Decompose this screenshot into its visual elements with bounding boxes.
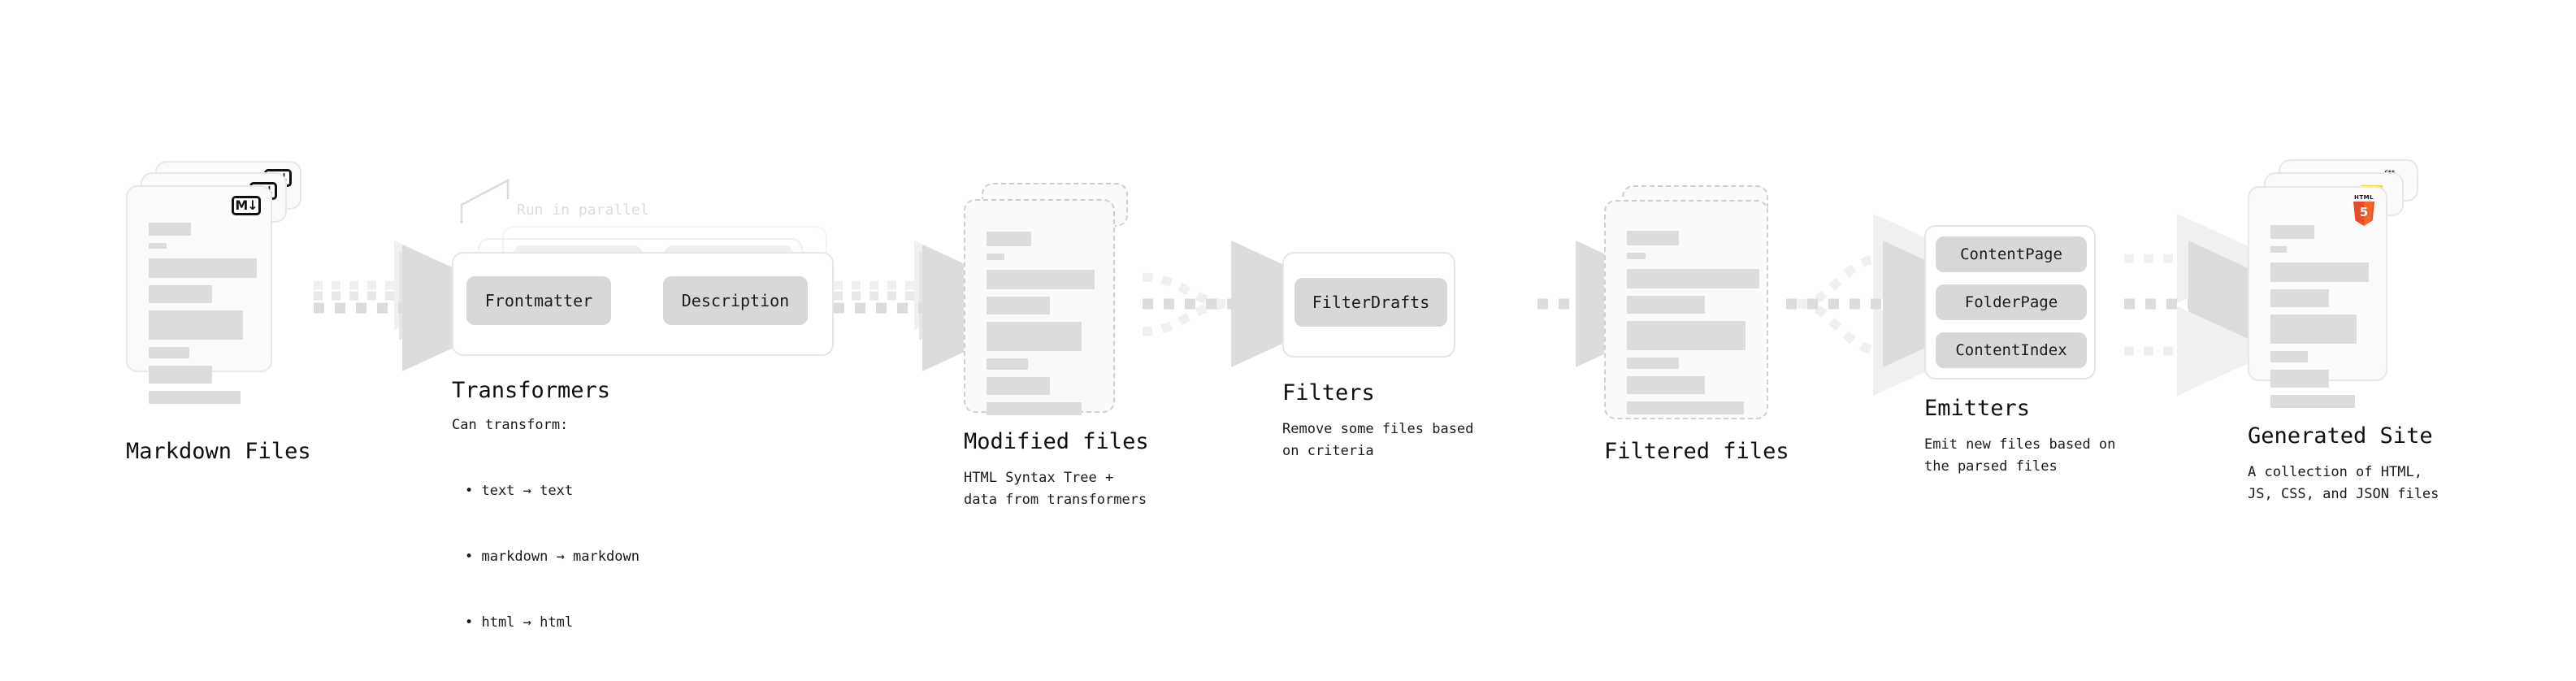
transform-bullet: • html → html <box>465 614 574 631</box>
stage-caption-filters: Remove some files based on criteria <box>1282 421 1474 459</box>
chip-frontmatter[interactable]: Frontmatter <box>466 276 611 325</box>
transform-bullet: • markdown → markdown <box>465 549 640 565</box>
chip-contentindex[interactable]: ContentIndex <box>1936 332 2087 368</box>
card-content-lines <box>149 223 257 411</box>
html5-badge: HTML 5 <box>2353 195 2374 226</box>
stage-caption-transformers: Can transform: <box>452 417 569 433</box>
connector-transformers-to-modified <box>834 241 1060 371</box>
chip-filterdrafts[interactable]: FilterDrafts <box>1295 278 1447 327</box>
markdown-card-front[interactable]: M↓ <box>126 185 272 404</box>
stage-title-generated-site: Generated Site <box>2248 423 2433 449</box>
site-card-front[interactable]: HTML 5 <box>2248 186 2387 408</box>
stage-title-transformers: Transformers <box>452 378 611 403</box>
stage-title-filtered-files: Filtered files <box>1604 439 1789 464</box>
transformers-bullet-list: • text → text • markdown → markdown • ht… <box>465 436 640 678</box>
card-content-lines <box>2270 225 2369 415</box>
connector-md-to-transformers <box>314 241 540 371</box>
emitters-panel[interactable]: ContentPage FolderPage ContentIndex <box>1924 225 2096 380</box>
html5-shield-icon: 5 <box>2353 202 2374 226</box>
chip-folderpage[interactable]: FolderPage <box>1936 284 2087 320</box>
markdown-badge: M↓ <box>232 196 261 215</box>
run-in-parallel-label: Run in parallel <box>517 202 649 219</box>
stage-title-filters: Filters <box>1282 380 1375 406</box>
stage-title-modified-files: Modified files <box>964 429 1149 454</box>
connector-filtered-to-emitters <box>1786 214 2020 396</box>
stage-caption-generated-site: A collection of HTML, JS, CSS, and JSON … <box>2248 464 2439 502</box>
stage-caption-modified-files: HTML Syntax Tree + data from transformer… <box>964 470 1147 508</box>
stage-title-emitters: Emitters <box>1924 396 2031 421</box>
run-in-parallel-bracket <box>460 178 510 223</box>
connector-modified-to-filters <box>1142 241 1368 367</box>
transform-bullet: • text → text <box>465 483 574 499</box>
chip-contentpage[interactable]: ContentPage <box>1936 236 2087 272</box>
html5-badge-digit: 5 <box>2359 204 2369 219</box>
card-content-lines <box>1627 231 1759 422</box>
connector-emitters-to-site <box>2124 214 2326 396</box>
transformer-panel-front[interactable]: Frontmatter Description <box>452 252 834 356</box>
card-content-lines <box>987 232 1095 423</box>
filtered-card-front[interactable] <box>1604 200 1768 419</box>
filters-panel[interactable]: FilterDrafts <box>1282 252 1455 358</box>
html5-badge-label: HTML <box>2353 194 2374 201</box>
chip-description[interactable]: Description <box>663 276 808 325</box>
stage-caption-emitters: Emit new files based on the parsed files <box>1924 436 2116 475</box>
stage-title-markdown-files: Markdown Files <box>126 439 311 464</box>
modified-card-front[interactable] <box>964 199 1115 415</box>
